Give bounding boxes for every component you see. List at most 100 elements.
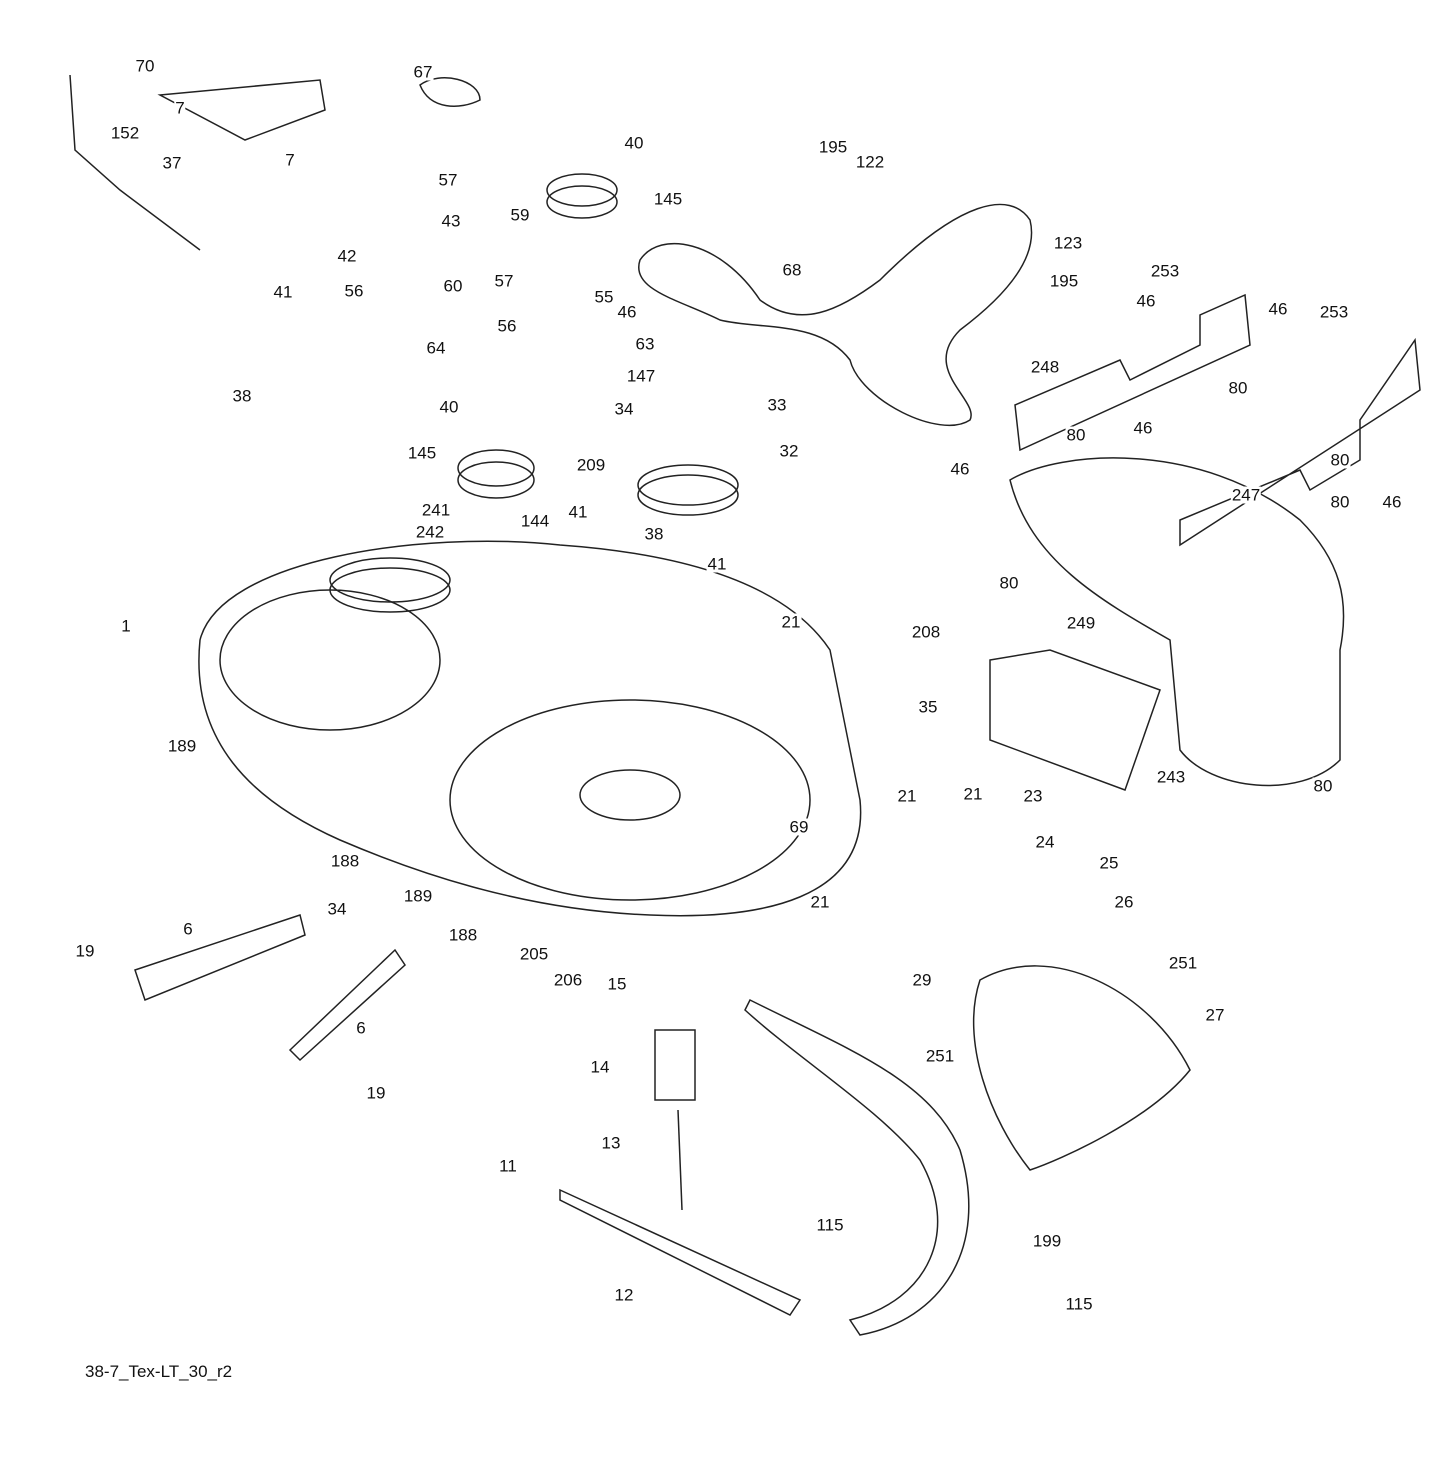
part-label: 80 <box>1312 776 1334 796</box>
part-label: 11 <box>498 1156 518 1176</box>
part-label: 80 <box>1227 378 1249 398</box>
part-label: 12 <box>613 1285 635 1305</box>
part-label: 56 <box>496 316 518 336</box>
part-label: 29 <box>911 970 933 990</box>
part-label: 145 <box>652 189 684 209</box>
part-label: 41 <box>706 554 728 574</box>
discharge-chute <box>744 965 1191 1336</box>
part-label: 7 <box>174 98 186 118</box>
part-label: 60 <box>442 276 464 296</box>
part-label: 247 <box>1230 485 1262 505</box>
part-label: 189 <box>166 736 198 756</box>
part-label: 242 <box>414 522 446 542</box>
part-label: 69 <box>788 817 810 837</box>
part-label: 1 <box>120 616 132 636</box>
part-label: 208 <box>910 622 942 642</box>
part-label: 25 <box>1098 853 1120 873</box>
part-label: 243 <box>1155 767 1187 787</box>
part-label: 199 <box>1031 1231 1063 1251</box>
part-label: 188 <box>447 925 479 945</box>
part-label: 46 <box>1381 492 1403 512</box>
part-label: 46 <box>949 459 971 479</box>
part-label: 21 <box>962 784 984 804</box>
part-label: 21 <box>896 786 918 806</box>
part-label: 46 <box>1132 418 1154 438</box>
part-label: 145 <box>406 443 438 463</box>
part-label: 46 <box>1267 299 1289 319</box>
part-label: 21 <box>809 892 831 912</box>
part-label: 19 <box>74 941 96 961</box>
part-label: 195 <box>1048 271 1080 291</box>
part-label: 195 <box>817 137 849 157</box>
part-label: 241 <box>420 500 452 520</box>
part-label: 19 <box>365 1083 387 1103</box>
part-label: 188 <box>329 851 361 871</box>
drawing-code: 38-7_Tex-LT_30_r2 <box>85 1362 233 1381</box>
part-label: 34 <box>613 399 635 419</box>
part-label: 80 <box>1065 425 1087 445</box>
part-label: 33 <box>766 395 788 415</box>
part-label: 41 <box>272 282 294 302</box>
part-label: 42 <box>336 246 358 266</box>
part-label: 23 <box>1022 786 1044 806</box>
part-label: 249 <box>1065 613 1097 633</box>
part-label: 55 <box>593 287 615 307</box>
pulleys <box>329 173 739 613</box>
part-label: 21 <box>780 612 802 632</box>
part-label: 206 <box>552 970 584 990</box>
part-label: 251 <box>924 1046 956 1066</box>
part-label: 40 <box>438 397 460 417</box>
part-label: 251 <box>1167 953 1199 973</box>
part-label: 38 <box>231 386 253 406</box>
part-label: 57 <box>493 271 515 291</box>
part-label: 38 <box>643 524 665 544</box>
part-label: 64 <box>425 338 447 358</box>
part-label: 80 <box>1329 450 1351 470</box>
part-label: 80 <box>1329 492 1351 512</box>
part-label: 32 <box>778 441 800 461</box>
part-label: 253 <box>1149 261 1181 281</box>
part-label: 144 <box>519 511 551 531</box>
part-label: 26 <box>1113 892 1135 912</box>
mower-deck <box>198 540 862 917</box>
part-label: 41 <box>567 502 589 522</box>
part-label: 14 <box>589 1057 611 1077</box>
part-label: 63 <box>634 334 656 354</box>
part-label: 248 <box>1029 357 1061 377</box>
part-label: 209 <box>575 455 607 475</box>
part-label: 253 <box>1318 302 1350 322</box>
part-label: 24 <box>1034 832 1056 852</box>
part-label: 34 <box>326 899 348 919</box>
drive-belt <box>637 203 1033 426</box>
part-label: 43 <box>440 211 462 231</box>
part-label: 46 <box>1135 291 1157 311</box>
part-label: 67 <box>412 62 434 82</box>
part-label: 6 <box>355 1018 367 1038</box>
blade-and-spindle <box>559 1029 802 1316</box>
part-label: 57 <box>437 170 459 190</box>
part-label: 123 <box>1052 233 1084 253</box>
part-label: 13 <box>600 1133 622 1153</box>
part-label: 205 <box>518 944 550 964</box>
part-label: 189 <box>402 886 434 906</box>
part-label: 122 <box>854 152 886 172</box>
brackets <box>69 74 481 1062</box>
part-label: 15 <box>606 974 628 994</box>
part-label: 59 <box>509 205 531 225</box>
part-label: 80 <box>998 573 1020 593</box>
part-label: 56 <box>343 281 365 301</box>
part-label: 37 <box>161 153 183 173</box>
part-label: 46 <box>616 302 638 322</box>
part-label: 70 <box>134 56 156 76</box>
part-label: 152 <box>109 123 141 143</box>
part-label: 115 <box>1064 1294 1094 1314</box>
part-label: 7 <box>284 150 296 170</box>
part-label: 40 <box>623 133 645 153</box>
part-label: 6 <box>182 919 194 939</box>
part-label: 27 <box>1204 1005 1226 1025</box>
part-label: 35 <box>917 697 939 717</box>
part-label: 68 <box>781 260 803 280</box>
part-label: 115 <box>815 1215 845 1235</box>
